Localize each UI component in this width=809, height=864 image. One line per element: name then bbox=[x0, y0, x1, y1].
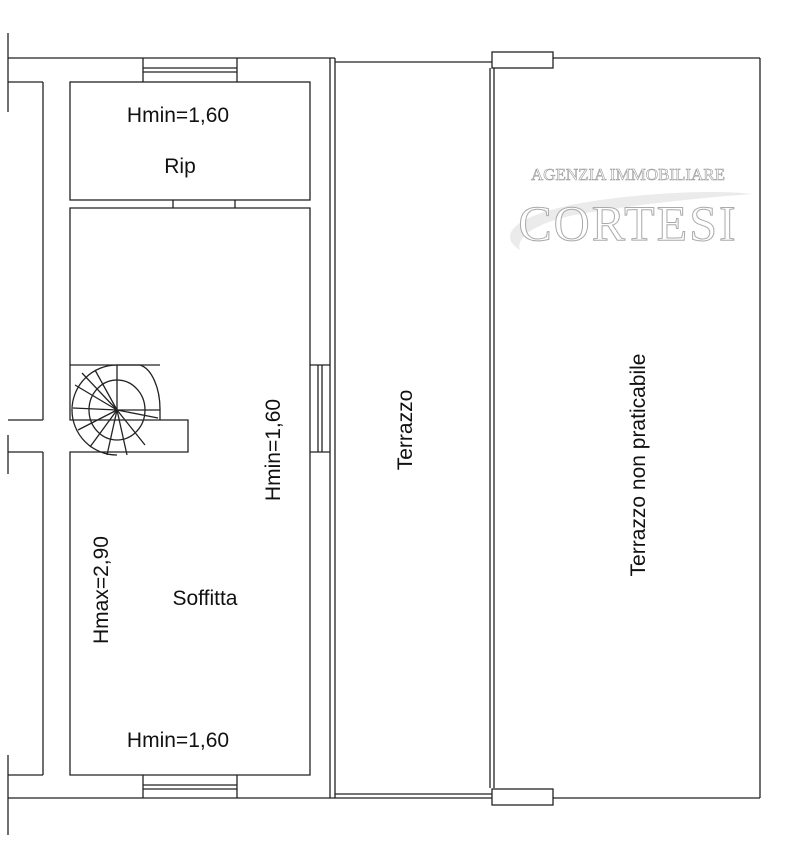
room-soffitta bbox=[69, 207, 311, 776]
watermark: AGENZIA IMMOBILIARE CORTESI bbox=[509, 165, 752, 252]
terrazzo-non-praticabile-label: Terrazzo non praticabile bbox=[627, 354, 650, 577]
walls bbox=[7, 33, 761, 835]
watermark-agency: AGENZIA IMMOBILIARE bbox=[531, 165, 725, 184]
terrace-post-top bbox=[491, 51, 554, 69]
soffitta-max-height-label: Hmax=2,90 bbox=[90, 536, 113, 644]
window-top bbox=[142, 58, 238, 82]
watermark-brand: CORTESI bbox=[518, 195, 737, 251]
soffitta-side-height-label: Hmin=1,60 bbox=[262, 399, 285, 501]
rip-height-label: Hmin=1,60 bbox=[127, 104, 229, 127]
door-rip bbox=[172, 200, 236, 208]
room-rip bbox=[69, 81, 311, 201]
soffitta-bottom-height-label: Hmin=1,60 bbox=[127, 729, 229, 752]
rip-room-label: Rip bbox=[164, 155, 196, 178]
spiral-staircase-icon bbox=[70, 364, 161, 456]
terrace-post-bottom bbox=[491, 788, 554, 806]
soffitta-room-label: Soffitta bbox=[173, 587, 238, 610]
window-side bbox=[310, 364, 330, 453]
window-bottom bbox=[142, 775, 238, 798]
terrazzo-label: Terrazzo bbox=[394, 390, 417, 471]
